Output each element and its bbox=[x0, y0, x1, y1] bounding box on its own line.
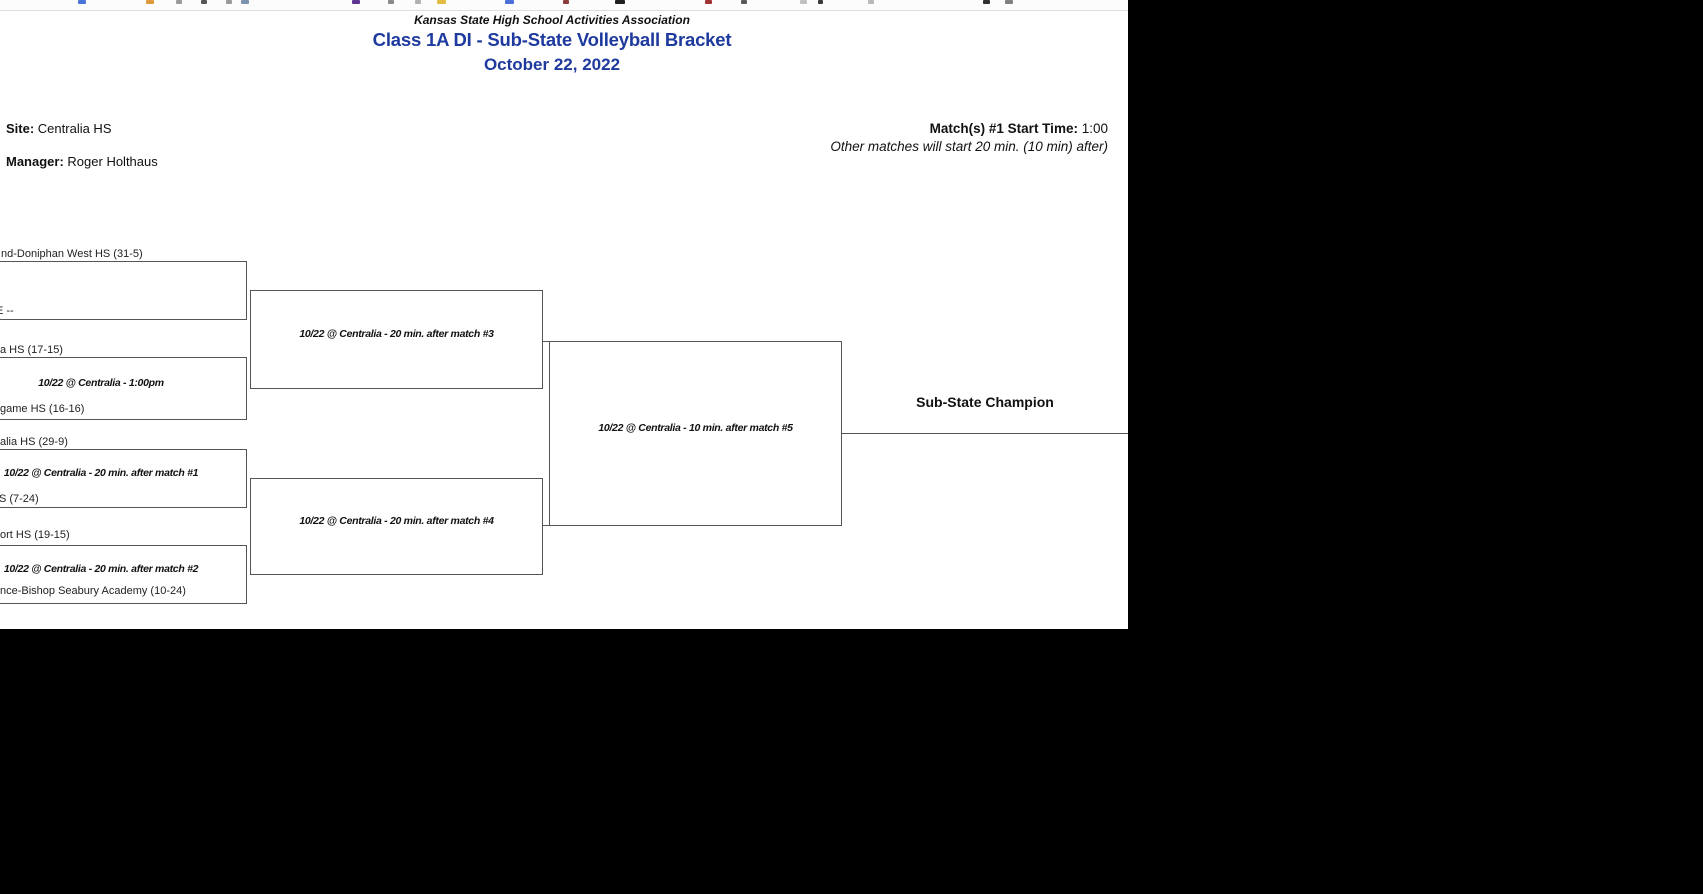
match-schedule-label: 10/22 @ Centralia - 20 min. after match … bbox=[299, 514, 494, 527]
bookmark-favicon-icon[interactable] bbox=[818, 0, 823, 4]
final-match-box: 10/22 @ Centralia - 10 min. after match … bbox=[549, 341, 842, 526]
manager-line: Manager: Roger Holthaus bbox=[6, 154, 158, 169]
round1-match-box-1 bbox=[0, 261, 247, 320]
site-value: Centralia HS bbox=[37, 121, 112, 136]
team-name: HS (7-24) bbox=[0, 493, 39, 505]
bracket-connector-line bbox=[543, 525, 549, 526]
bookmark-favicon-icon[interactable] bbox=[741, 0, 747, 4]
bookmark-favicon-icon[interactable] bbox=[226, 0, 232, 4]
round1-match-box-3: 10/22 @ Centralia - 20 min. after match … bbox=[0, 449, 247, 508]
bracket-date: October 22, 2022 bbox=[483, 55, 621, 74]
start-time-block: Match(s) #1 Start Time: 1:00 Other match… bbox=[600, 120, 1108, 156]
bookmark-favicon-icon[interactable] bbox=[241, 0, 249, 4]
bookmark-favicon-icon[interactable] bbox=[201, 0, 207, 4]
round2-match-box-1: 10/22 @ Centralia - 20 min. after match … bbox=[250, 290, 543, 389]
start-time-note: Other matches will start 20 min. (10 min… bbox=[830, 139, 1108, 154]
champion-label: Sub-State Champion bbox=[916, 394, 1054, 410]
start-time-label: Match(s) #1 Start Time: bbox=[929, 121, 1078, 136]
bookmark-favicon-icon[interactable] bbox=[1005, 0, 1013, 4]
bookmark-favicon-icon[interactable] bbox=[505, 0, 514, 4]
bookmark-favicon-icon[interactable] bbox=[176, 0, 182, 4]
manager-value: Roger Holthaus bbox=[67, 154, 158, 169]
round1-match-box-4: 10/22 @ Centralia - 20 min. after match … bbox=[0, 545, 247, 604]
match-schedule-label: 10/22 @ Centralia - 10 min. after match … bbox=[598, 421, 793, 434]
match-schedule-label: 10/22 @ Centralia - 20 min. after match … bbox=[3, 562, 199, 575]
round1-match-box-2: 10/22 @ Centralia - 1:00pm bbox=[0, 357, 247, 420]
match-schedule-label: 10/22 @ Centralia - 20 min. after match … bbox=[299, 327, 494, 340]
bookmark-favicon-icon[interactable] bbox=[983, 0, 990, 4]
bookmark-favicon-icon[interactable] bbox=[868, 0, 874, 4]
association-name: Kansas State High School Activities Asso… bbox=[414, 13, 690, 27]
bracket-document-page: Kansas State High School Activities Asso… bbox=[0, 0, 1128, 629]
bookmark-favicon-icon[interactable] bbox=[415, 0, 421, 4]
bookmark-favicon-icon[interactable] bbox=[352, 0, 360, 4]
bookmark-favicon-icon[interactable] bbox=[615, 0, 625, 4]
team-name: nd-Doniphan West HS (31-5) bbox=[1, 248, 143, 260]
bracket-connector-line bbox=[543, 341, 549, 342]
bracket-title: Class 1A DI - Sub-State Volleyball Brack… bbox=[372, 29, 732, 50]
bookmark-favicon-icon[interactable] bbox=[705, 0, 712, 4]
manager-label: Manager: bbox=[6, 154, 64, 169]
team-name: a HS (17-15) bbox=[0, 344, 63, 356]
bookmarks-bar bbox=[0, 0, 1128, 11]
start-time-line: Match(s) #1 Start Time: 1:00 bbox=[600, 120, 1108, 138]
bookmark-favicon-icon[interactable] bbox=[146, 0, 154, 4]
bookmark-favicon-icon[interactable] bbox=[563, 0, 569, 4]
team-name: ort HS (19-15) bbox=[0, 529, 70, 541]
round2-match-box-2: 10/22 @ Centralia - 20 min. after match … bbox=[250, 478, 543, 575]
match-schedule-label: 10/22 @ Centralia - 20 min. after match … bbox=[3, 466, 199, 479]
match-schedule-label: 10/22 @ Centralia - 1:00pm bbox=[38, 376, 164, 389]
site-line: Site: Centralia HS bbox=[6, 121, 112, 136]
start-time-value: 1:00 bbox=[1081, 121, 1108, 136]
site-label: Site: bbox=[6, 121, 35, 136]
bookmark-favicon-icon[interactable] bbox=[388, 0, 394, 4]
team-name: E -- bbox=[0, 305, 14, 317]
bookmark-favicon-icon[interactable] bbox=[437, 0, 446, 4]
bookmark-favicon-icon[interactable] bbox=[78, 0, 86, 4]
bookmark-favicon-icon[interactable] bbox=[800, 0, 807, 4]
team-name: alia HS (29-9) bbox=[0, 436, 68, 448]
champion-line bbox=[842, 433, 1128, 434]
team-name: game HS (16-16) bbox=[0, 403, 85, 415]
team-name: nce-Bishop Seabury Academy (10-24) bbox=[0, 585, 186, 597]
